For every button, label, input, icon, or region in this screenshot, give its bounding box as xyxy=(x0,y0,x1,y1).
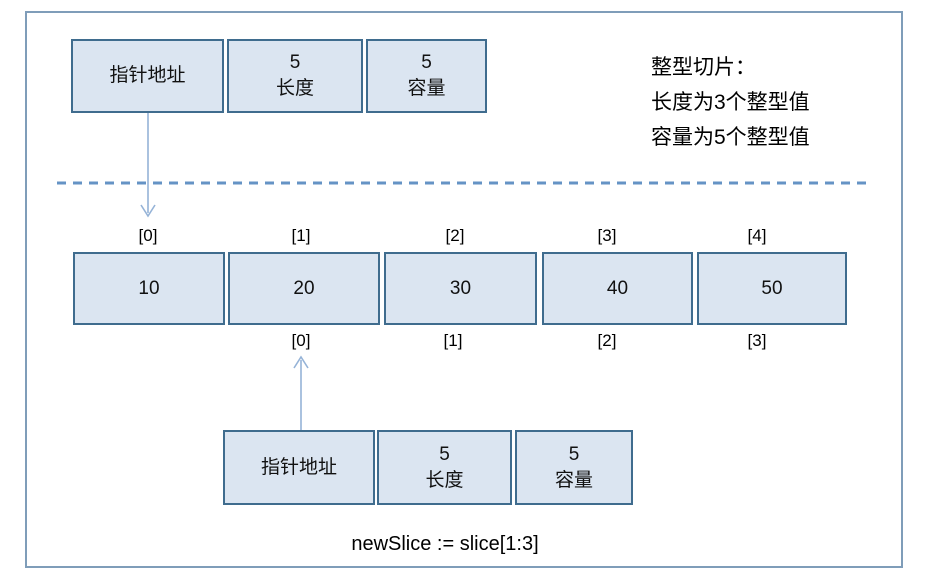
bottom-slice-length-cell: 5 长度 xyxy=(377,430,512,505)
top-slice-length-label: 长度 xyxy=(275,78,314,99)
array-top-index-3: [3] xyxy=(597,226,617,245)
bottom-slice-length-content: 5 长度 xyxy=(425,442,463,494)
bottom-slice-pointer-label: 指针地址 xyxy=(260,456,337,478)
array-cell-2: 30 xyxy=(384,252,537,325)
bottom-slice-length-label: 长度 xyxy=(425,469,464,491)
bottom-slice-capacity-label: 容量 xyxy=(554,469,593,491)
newslice-index-1: [1] xyxy=(443,331,463,350)
top-slice-capacity-content: 5 容量 xyxy=(407,50,445,102)
array-cell-0: 10 xyxy=(73,252,225,325)
array-value-0: 10 xyxy=(138,277,160,299)
bottom-slice-capacity-content: 5 容量 xyxy=(555,442,593,494)
array-cell-4: 50 xyxy=(697,252,847,325)
annotation-line-2: 长度为3个整型值 xyxy=(651,91,810,114)
array-value-1: 20 xyxy=(293,277,315,299)
code-caption: newSlice := slice[1:3] xyxy=(351,533,539,555)
top-slice-pointer-cell: 指针地址 xyxy=(71,39,224,113)
array-cell-3: 40 xyxy=(542,252,693,325)
array-top-index-2: [2] xyxy=(445,226,465,245)
bottom-slice-length-value: 5 xyxy=(439,443,450,465)
bottom-slice-capacity-cell: 5 容量 xyxy=(515,430,633,505)
bottom-slice-capacity-value: 5 xyxy=(568,443,580,465)
newslice-index-0: [0] xyxy=(291,331,311,350)
array-value-2: 30 xyxy=(449,277,472,299)
diagram-frame xyxy=(25,11,903,568)
slice-annotation: 整型切片： 长度为3个整型值 容量为5个整型值 xyxy=(651,50,810,155)
annotation-line-1: 整型切片： xyxy=(651,56,756,79)
array-top-index-4: [4] xyxy=(747,226,767,245)
annotation-line-3: 容量为5个整型值 xyxy=(651,126,810,149)
top-slice-length-value: 5 xyxy=(289,52,301,73)
top-slice-capacity-label: 容量 xyxy=(407,78,446,99)
top-slice-capacity-value: 5 xyxy=(421,52,432,73)
array-value-3: 40 xyxy=(606,277,629,299)
array-top-index-1: [1] xyxy=(291,226,311,245)
newslice-index-2: [2] xyxy=(597,331,617,350)
array-value-4: 50 xyxy=(761,277,783,299)
top-slice-pointer-label: 指针地址 xyxy=(109,65,186,86)
top-slice-length-content: 5 长度 xyxy=(276,50,314,102)
array-cell-1: 20 xyxy=(228,252,380,325)
newslice-index-3: [3] xyxy=(747,331,767,350)
array-top-index-0: [0] xyxy=(138,226,158,245)
bottom-slice-pointer-cell: 指针地址 xyxy=(223,430,375,505)
top-slice-capacity-cell: 5 容量 xyxy=(366,39,487,113)
top-slice-length-cell: 5 长度 xyxy=(227,39,363,113)
